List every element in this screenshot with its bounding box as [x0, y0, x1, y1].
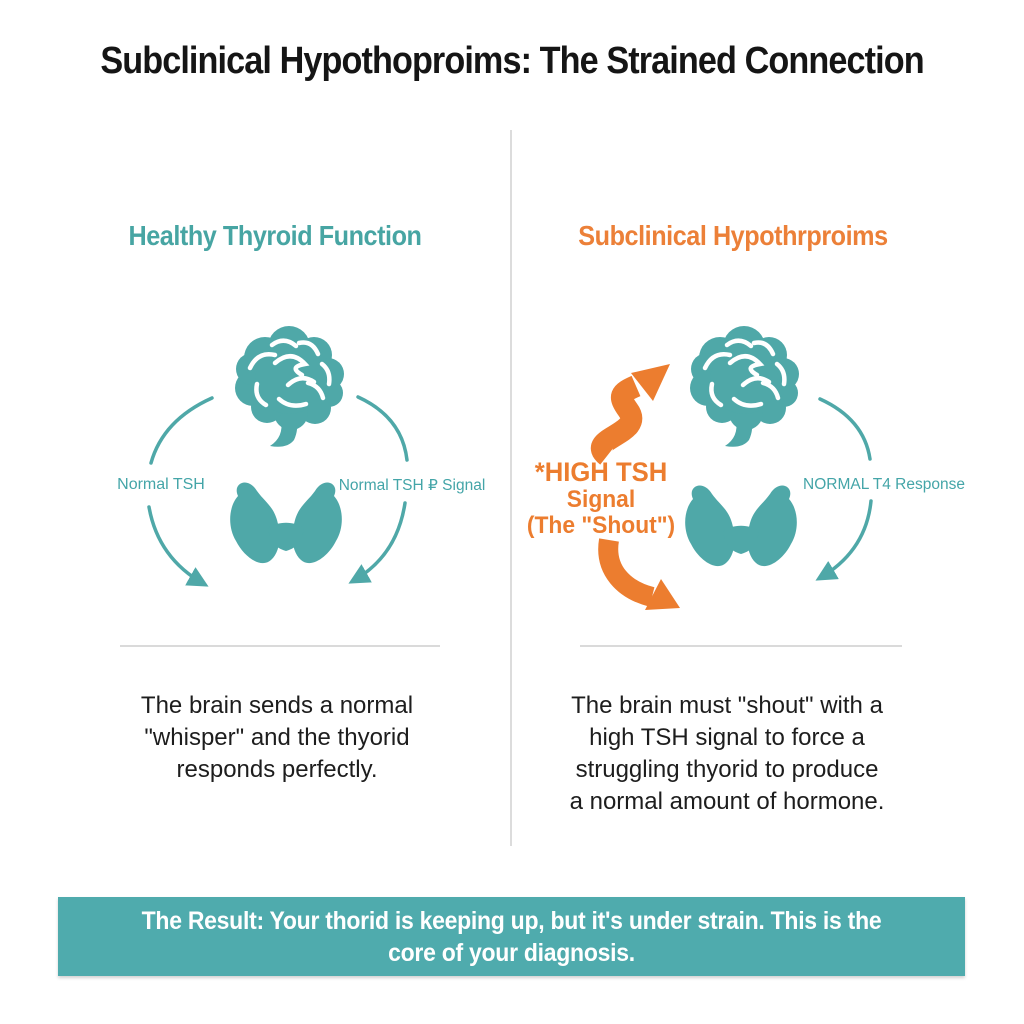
result-banner-text: The Result: Your thorid is keeping up, b…: [141, 906, 882, 967]
left-caption-divider: [120, 645, 440, 647]
brain-icon: [235, 326, 344, 447]
high-tsh-line1: *HIGH TSH: [534, 457, 668, 487]
page-title: Subclinical Hypothoproims: The Strained …: [100, 40, 924, 82]
normal-tsh-label: Normal TSH: [117, 476, 205, 493]
panel-divider: [510, 130, 512, 846]
high-tsh-line2: Signal: [566, 486, 636, 514]
thyroid-icon: [230, 483, 342, 564]
left-panel-heading: Healthy Thyroid Function: [128, 220, 422, 251]
normal-t4-response-label: NORMAL T4 Response: [803, 476, 965, 493]
high-tsh-signal-label: *HIGH TSH Signal (The "Shout"): [510, 457, 692, 539]
result-banner: The Result: Your thorid is keeping up, b…: [58, 897, 965, 976]
brain-icon: [690, 326, 799, 447]
left-panel-caption: The brain sends a normal "whisper" and t…: [140, 692, 414, 784]
right-panel-heading: Subclinical Hypothrproims: [578, 220, 888, 251]
high-tsh-arrow-up: [590, 364, 670, 465]
right-panel-caption: The brain must "shout" with a high TSH s…: [569, 692, 885, 816]
right-caption-divider: [580, 645, 902, 647]
high-tsh-line3: (The "Shout"): [526, 511, 676, 539]
thyroid-icon: [685, 486, 797, 567]
high-tsh-arrow-down: [598, 538, 680, 610]
normal-tsh-signal-label: Normal TSH ₽ Signal: [338, 477, 486, 494]
